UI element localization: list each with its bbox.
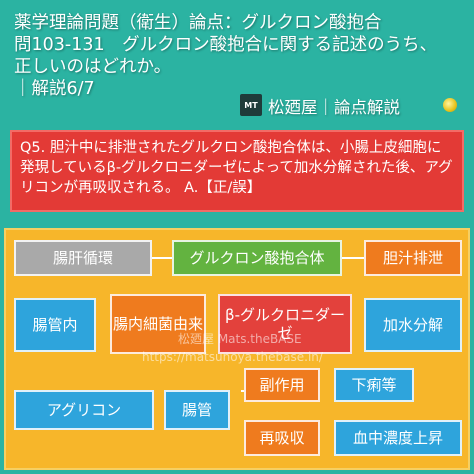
- diagram-panel: 腸肝循環 グルクロン酸抱合体 胆汁排泄 腸管内 腸内細菌由来 β-グルクロニダー…: [4, 228, 470, 470]
- glucuronide-box: グルクロン酸抱合体: [172, 240, 342, 276]
- header-line-3: 正しいのはどれか。: [14, 57, 172, 77]
- bile-excretion-box: 胆汁排泄: [364, 240, 462, 276]
- mt-logo: MT: [240, 94, 262, 116]
- question-box: Q5. 胆汁中に排泄されたグルクロン酸抱合体は、小腸上皮細胞に発現しているβ-グ…: [10, 130, 464, 212]
- enterohepatic-box: 腸肝循環: [14, 240, 152, 276]
- gold-dot-icon: [443, 98, 457, 112]
- connector-line: [340, 257, 368, 259]
- hydrolysis-box: 加水分解: [364, 298, 462, 352]
- watermark-url: https://matsunoya.thebase.in/: [142, 350, 323, 364]
- bacterial-origin-box: 腸内細菌由来: [110, 294, 206, 354]
- header-title: 薬学理論問題（衛生）論点：グルクロン酸抱合 問103-131 グルクロン酸抱合に…: [14, 12, 464, 100]
- side-effect-box: 副作用: [244, 368, 320, 402]
- header-line-1: 薬学理論問題（衛生）論点：グルクロン酸抱合: [14, 13, 382, 33]
- beta-glucuronidase-box: β-グルクロニダーゼ: [218, 294, 352, 354]
- reabsorption-box: 再吸収: [244, 420, 320, 456]
- intestine-box: 腸管: [164, 390, 230, 430]
- brand-label: 松廼屋｜論点解説: [268, 98, 400, 117]
- diarrhea-box: 下痢等: [334, 368, 414, 402]
- connector-line: [151, 257, 181, 259]
- blood-level-rise-box: 血中濃度上昇: [334, 420, 462, 456]
- watermark-brand: 松廼屋 Mats.theBASE: [178, 332, 302, 346]
- header-line-2: 問103-131 グルクロン酸抱合に関する記述のうち、: [14, 35, 438, 55]
- aglycone-box: アグリコン: [14, 390, 154, 430]
- intestinal-lumen-box: 腸管内: [14, 298, 96, 352]
- header-line-4: ｜解説6/7: [14, 79, 95, 99]
